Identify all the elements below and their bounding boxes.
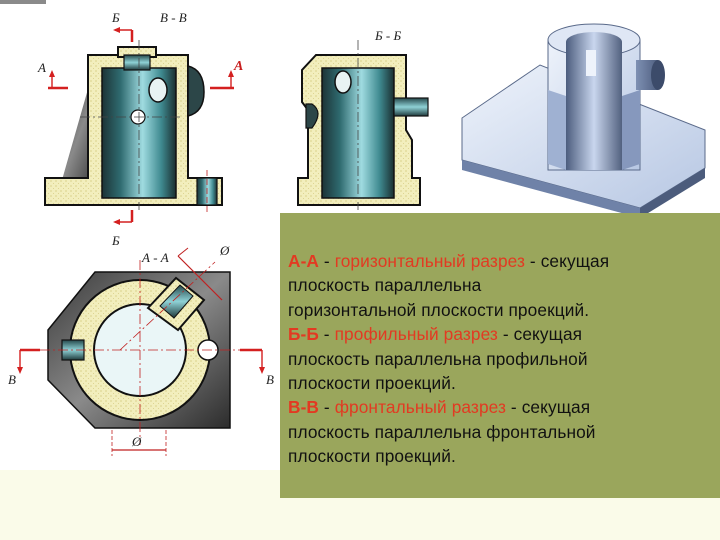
- definition-bb-line3: плоскости проекций.: [288, 373, 456, 394]
- arrow-head-v-right: [259, 367, 265, 374]
- definition-aa-line3: горизонтальной плоскости проекций.: [288, 299, 590, 320]
- section-name-vv: фронтальный разрез: [334, 397, 507, 418]
- iso-slot: [586, 50, 596, 76]
- definition-aa-rest: - секущая: [525, 251, 610, 271]
- section-name-aa: горизонтальный разрез: [334, 251, 526, 271]
- definition-bb-line1: Б-Б - профильный разрез - секущая: [288, 322, 718, 346]
- separator: -: [318, 324, 335, 345]
- text-panel: [280, 213, 720, 498]
- arrow-head-a-left: [49, 70, 55, 77]
- isometric-view: [461, 23, 706, 218]
- section-code-aa: А-А: [288, 251, 320, 271]
- iso-base-side: [640, 168, 705, 218]
- section-vv-view: Б В - В А А Б: [37, 10, 243, 248]
- definition-vv-line2: плоскость параллельна фронтальной: [288, 421, 596, 442]
- vv-top-slot: [123, 54, 151, 71]
- separator: -: [319, 251, 335, 271]
- arrow-head-v-left: [17, 367, 23, 374]
- vv-hole: [148, 77, 168, 103]
- label-v-left: В: [8, 372, 16, 387]
- vv-side-boss: [187, 65, 205, 117]
- bb-side-spout: [393, 97, 429, 117]
- arrow-head-b-bottom: [113, 219, 120, 225]
- definition-vv-line3: плоскости проекций.: [288, 446, 456, 467]
- label-diameter-top: Ø: [219, 243, 230, 258]
- section-definitions: А-А - горизонтальный разрез - секущая пл…: [288, 249, 718, 469]
- bb-side-notch: [305, 103, 319, 129]
- label-aa-title: А - А: [141, 250, 169, 265]
- label-vv-title: В - В: [160, 10, 187, 25]
- separator: -: [319, 397, 335, 418]
- iso-side-boss-end: [651, 60, 665, 90]
- corner-mark: [0, 0, 46, 4]
- arrow-head-b-top: [113, 27, 120, 33]
- arrow-head-a-right: [228, 70, 234, 77]
- label-b-top: Б: [111, 10, 120, 25]
- label-v-right: В: [266, 372, 274, 387]
- technical-drawing: Б В - В А А Б Б - Б: [8, 10, 706, 456]
- label-a-left: А: [37, 60, 46, 75]
- definition-vv-rest: - секущая: [506, 397, 591, 418]
- iso-cut-face-right: [622, 90, 640, 170]
- section-code-vv: В-В: [288, 397, 320, 418]
- iso-base-front: [462, 160, 640, 218]
- aa-dim-diag-ext: [177, 247, 189, 257]
- aa-diag-axis: [119, 261, 216, 351]
- section-code-bb: Б-Б: [288, 324, 319, 345]
- label-b-bottom: Б: [111, 233, 120, 248]
- definition-bb-rest: - секущая: [497, 324, 583, 345]
- label-bb-title: Б - Б: [374, 28, 401, 43]
- section-name-bb: профильный разрез: [334, 324, 498, 345]
- label-diameter-bottom: Ø: [131, 434, 142, 449]
- iso-inner-bore: [566, 42, 622, 170]
- bb-hole: [334, 70, 352, 94]
- definition-vv-line1: В-В - фронтальный разрез - секущая: [288, 395, 718, 419]
- label-a-right: А: [233, 59, 243, 74]
- definition-aa-line1: А-А - горизонтальный разрез - секущая: [288, 249, 718, 273]
- definition-bb-line2: плоскость параллельна профильной: [288, 348, 588, 369]
- section-aa-view: А - А Ø Ø В В: [8, 243, 274, 456]
- aa-spout-bore: [159, 284, 194, 319]
- iso-cut-face-left: [548, 90, 566, 170]
- definition-aa-line2: плоскость параллельна: [288, 275, 482, 296]
- section-bb-view: Б - Б: [297, 28, 429, 210]
- aa-dim-diag: [177, 255, 223, 301]
